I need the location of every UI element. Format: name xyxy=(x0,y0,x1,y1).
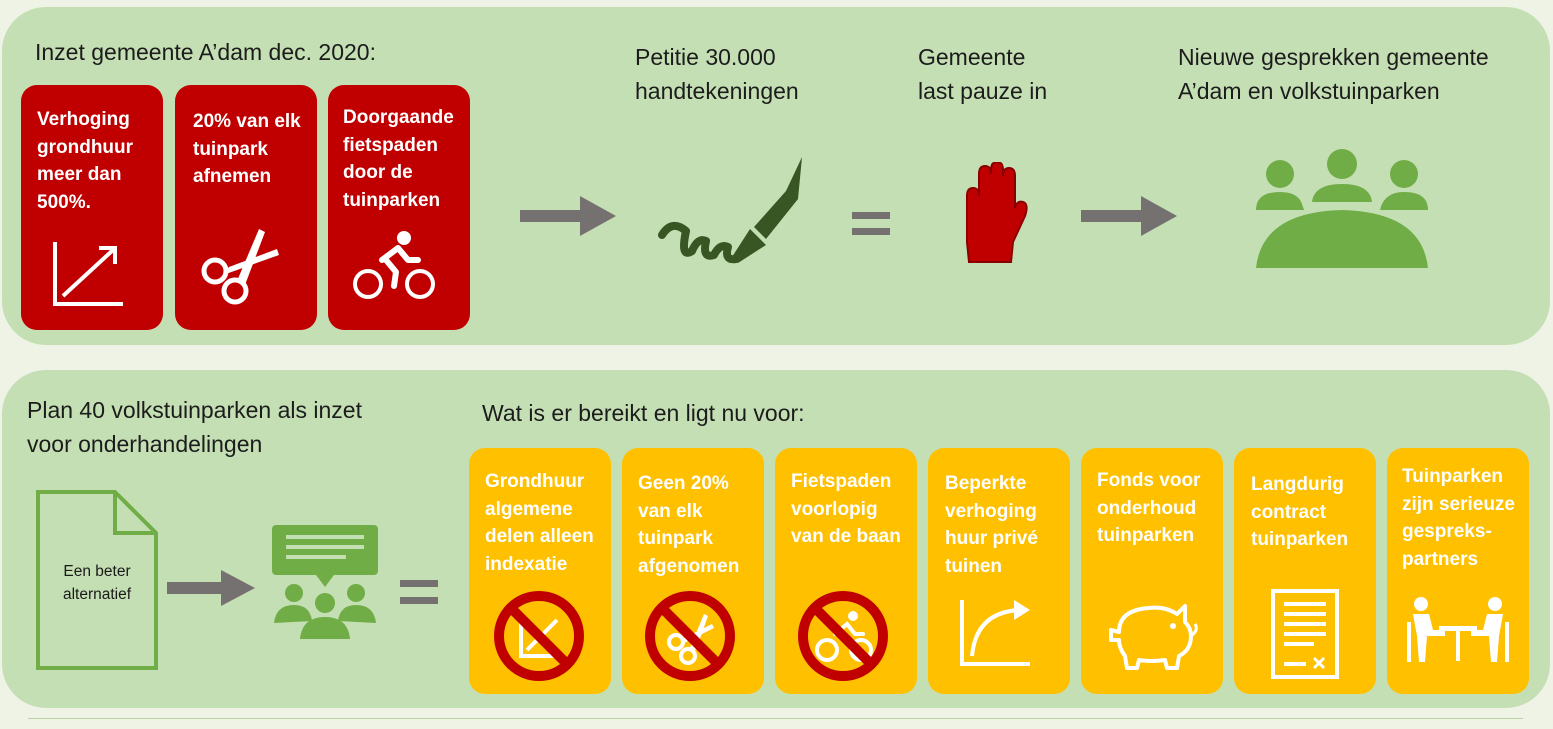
curve-up-icon xyxy=(960,600,1030,666)
card-serieuze-gesprekspartners: Tuinparken zijn serieuze gespreks- partn… xyxy=(1387,448,1529,694)
talks-text: Nieuwe gesprekken gemeente A’dam en volk… xyxy=(1178,44,1489,104)
card-label: Langdurig contract tuinparken xyxy=(1251,474,1349,550)
arrow-icon xyxy=(1081,196,1177,236)
chart-up-icon xyxy=(53,242,123,306)
achieved-heading: Wat is er bereikt en ligt nu voor: xyxy=(482,400,805,426)
card-label: Fietspaden voorlopig van de baan xyxy=(791,471,901,547)
card-label: Tuinparken zijn serieuze gespreks- partn… xyxy=(1402,466,1515,570)
scissors-icon xyxy=(201,229,279,305)
equals-icon xyxy=(400,580,438,604)
cyclist-icon xyxy=(353,231,435,299)
card-label: Beperkte verhoging huur privé tuinen xyxy=(945,473,1038,577)
prohibited-cyclist-icon xyxy=(798,591,888,681)
card-label: 20% van elk tuinpark afnemen xyxy=(193,111,301,187)
card-grondhuur: Verhoging grondhuur meer dan 500%. xyxy=(21,85,163,330)
card-langdurig-contract: Langdurig contract tuinparken xyxy=(1234,448,1376,694)
card-tuinpark-afnemen: 20% van elk tuinpark afnemen xyxy=(175,85,317,330)
card-label: Grondhuur algemene delen alleen indexati… xyxy=(485,471,594,575)
card-label: Doorgaande fietspaden door de tuinparken xyxy=(343,107,454,211)
document-label: Een beter alternatief xyxy=(62,563,132,603)
top-heading: Inzet gemeente A’dam dec. 2020: xyxy=(35,39,376,65)
petition-text: Petitie 30.000 handtekeningen xyxy=(635,44,799,104)
pause-text: Gemeente last pauze in xyxy=(918,44,1048,104)
divider xyxy=(28,718,1523,719)
card-fonds-onderhoud: Fonds voor onderhoud tuinparken xyxy=(1081,448,1223,694)
meeting-table-icon xyxy=(1407,597,1509,662)
card-geen-20: Geen 20% van elk tuinpark afgenomen xyxy=(622,448,764,694)
card-beperkte-verhoging: Beperkte verhoging huur privé tuinen xyxy=(928,448,1070,694)
arrow-icon xyxy=(520,196,616,236)
prohibited-scissors-icon xyxy=(645,591,735,681)
card-fietspaden-van-de-baan: Fietspaden voorlopig van de baan xyxy=(775,448,917,694)
stop-hand-icon xyxy=(966,162,1028,263)
equals-icon xyxy=(852,212,890,235)
discussion-icon xyxy=(272,525,378,639)
document-icon xyxy=(36,490,158,670)
prohibited-chart-icon xyxy=(494,591,584,681)
fountain-pen-icon xyxy=(658,157,802,264)
card-fietspaden: Doorgaande fietspaden door de tuinparken xyxy=(328,85,470,330)
card-label: Geen 20% van elk tuinpark afgenomen xyxy=(638,473,740,577)
piggy-bank-icon xyxy=(1109,604,1198,670)
card-label: Fonds voor onderhoud tuinparken xyxy=(1097,470,1201,546)
arrow-icon xyxy=(167,570,255,606)
card-grondhuur-indexatie: Grondhuur algemene delen alleen indexati… xyxy=(469,448,611,694)
meeting-group-icon xyxy=(1256,149,1428,268)
contract-icon xyxy=(1271,589,1339,679)
plan-text: Plan 40 volkstuinparken als inzet voor o… xyxy=(27,397,362,457)
card-label: Verhoging grondhuur meer dan 500%. xyxy=(37,109,134,213)
